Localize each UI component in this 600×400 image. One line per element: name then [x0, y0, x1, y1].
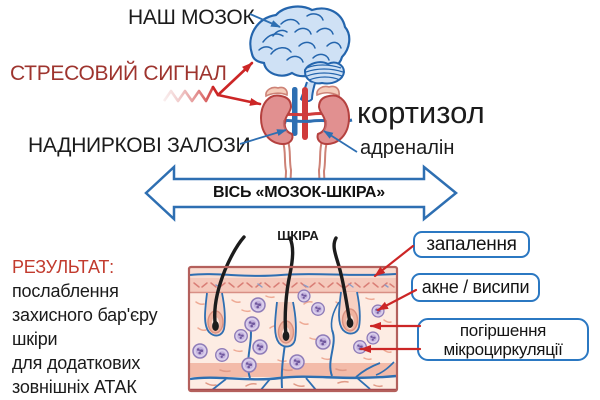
callout-inflammation-label: запалення: [426, 233, 517, 255]
skin-label: ШКІРА: [277, 228, 319, 243]
callout-microcirculation: погіршення мікроциркуляції: [417, 318, 589, 361]
result-block: РЕЗУЛЬТАТ: послаблення захисного бар'єру…: [12, 255, 158, 399]
stress-branch-stem: [211, 85, 220, 97]
stress-zigzag: [162, 86, 215, 103]
result-line: шкіри: [12, 329, 58, 349]
cortisol-label: кортизол: [357, 95, 485, 130]
axis-arrow: ВІСЬ «МОЗОК-ШКІРА»: [140, 163, 462, 223]
stress-signal-label: СТРЕСОВИЙ СИГНАЛ: [10, 62, 227, 85]
skin-cross-section-illustration: [187, 235, 399, 393]
brain-label: НАШ МОЗОК: [128, 6, 255, 29]
adrenal-glands-label: НАДНИРКОВІ ЗАЛОЗИ: [28, 134, 251, 157]
result-line: зовнішніх АТАК: [12, 377, 137, 397]
callout-acne-label: акне / висипи: [421, 277, 530, 297]
brain-gyri: [258, 13, 342, 63]
result-heading: РЕЗУЛЬТАТ:: [12, 257, 114, 277]
adrenaline-label: адреналін: [360, 137, 455, 159]
result-line: захисного бар'єру: [12, 305, 158, 325]
callout-inflammation: запалення: [413, 231, 530, 258]
hairs: [212, 235, 354, 341]
axis-label: ВІСЬ «МОЗОК-ШКІРА»: [213, 184, 385, 201]
callout-acne: акне / висипи: [411, 273, 540, 302]
vena-cava: [292, 87, 298, 136]
result-line: для додаткових: [12, 353, 141, 373]
adrenal-cap-left: [265, 86, 288, 98]
axis-arrow-shape: [144, 164, 458, 222]
adrenal-cap-right: [316, 85, 340, 98]
callout-microcirculation-label: погіршення мікроциркуляції: [443, 320, 563, 359]
result-line: послаблення: [12, 281, 119, 301]
